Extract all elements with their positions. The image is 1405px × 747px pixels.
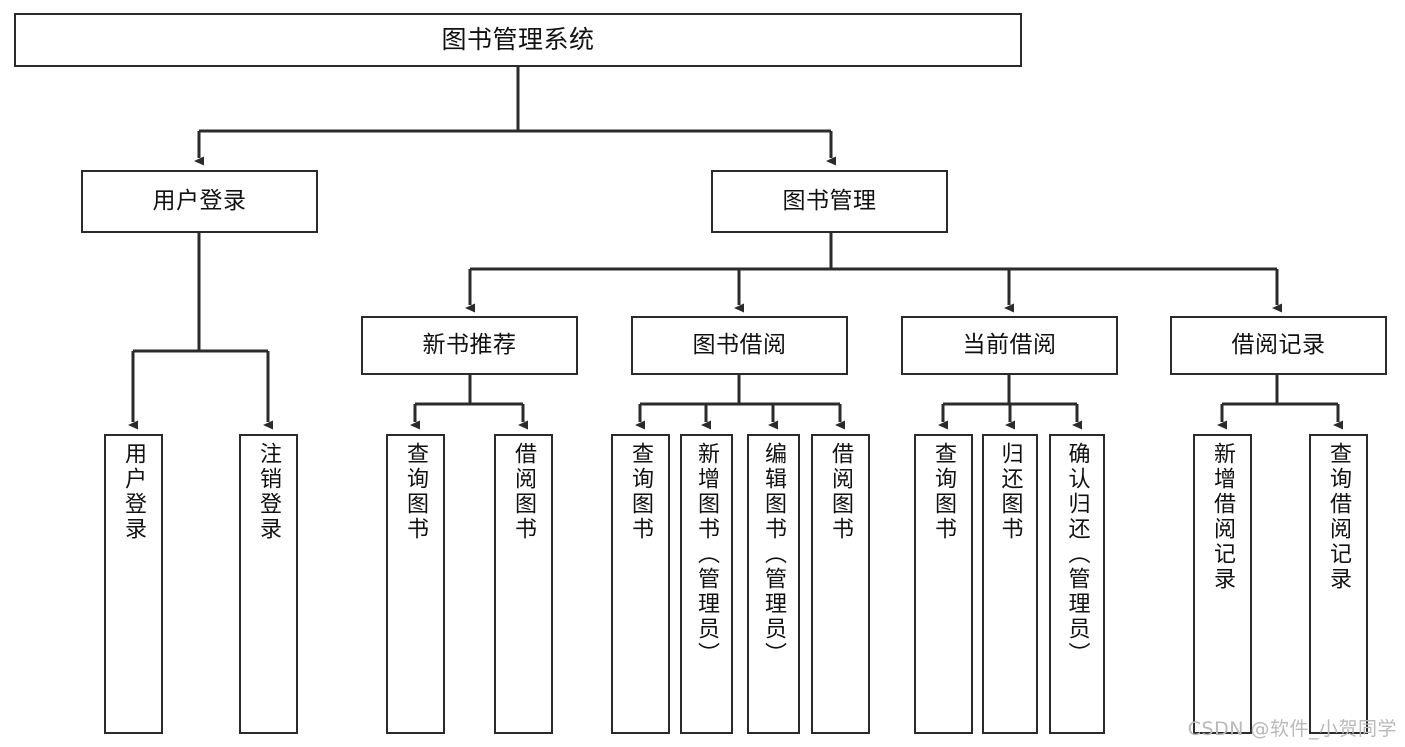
node-label: 注销登录 xyxy=(256,442,282,542)
leaf-query-borrow-record[interactable]: 查询借阅记录 xyxy=(1309,434,1368,734)
leaf-borrow-book-nb[interactable]: 借阅图书 xyxy=(494,434,553,734)
node-label: 用户登录 xyxy=(121,442,147,542)
node-book-management[interactable]: 图书管理 xyxy=(711,170,948,233)
node-label: 图书管理系统 xyxy=(441,25,595,55)
node-label: 借阅记录 xyxy=(1231,331,1326,358)
node-label: 新增图书（管理员） xyxy=(694,442,720,667)
node-label: 借阅图书 xyxy=(511,442,537,542)
node-label: 新增借阅记录 xyxy=(1210,442,1236,592)
node-label: 查询图书 xyxy=(931,442,957,542)
node-label: 图书管理 xyxy=(782,187,877,214)
node-new-book-recommend[interactable]: 新书推荐 xyxy=(361,316,578,375)
node-borrow-record[interactable]: 借阅记录 xyxy=(1170,316,1387,375)
node-label: 用户登录 xyxy=(152,187,247,214)
leaf-query-book-cb[interactable]: 查询图书 xyxy=(914,434,973,734)
leaf-return-book[interactable]: 归还图书 xyxy=(982,434,1038,734)
node-root-system[interactable]: 图书管理系统 xyxy=(14,13,1022,67)
node-label: 当前借阅 xyxy=(962,331,1057,358)
leaf-add-book-admin[interactable]: 新增图书（管理员） xyxy=(680,434,733,734)
leaf-query-book-nb[interactable]: 查询图书 xyxy=(386,434,445,734)
node-label: 查询图书 xyxy=(628,442,654,542)
node-label: 图书借阅 xyxy=(692,331,787,358)
leaf-borrow-book-bb[interactable]: 借阅图书 xyxy=(811,434,870,734)
leaf-add-borrow-record[interactable]: 新增借阅记录 xyxy=(1193,434,1252,734)
node-book-borrow[interactable]: 图书借阅 xyxy=(631,316,848,375)
node-current-borrow[interactable]: 当前借阅 xyxy=(901,316,1118,375)
node-label: 新书推荐 xyxy=(422,331,517,358)
node-user-login[interactable]: 用户登录 xyxy=(81,170,318,233)
leaf-query-book-bb[interactable]: 查询图书 xyxy=(611,434,670,734)
leaf-logout[interactable]: 注销登录 xyxy=(239,434,298,734)
node-label: 借阅图书 xyxy=(828,442,854,542)
node-label: 编辑图书（管理员） xyxy=(761,442,787,667)
node-label: 查询图书 xyxy=(403,442,429,542)
node-label: 确认归还（管理员） xyxy=(1064,442,1090,667)
leaf-user-login[interactable]: 用户登录 xyxy=(104,434,163,734)
leaf-confirm-return-admin[interactable]: 确认归还（管理员） xyxy=(1049,434,1105,734)
node-label: 归还图书 xyxy=(997,442,1023,542)
node-label: 查询借阅记录 xyxy=(1326,442,1352,592)
leaf-edit-book-admin[interactable]: 编辑图书（管理员） xyxy=(747,434,800,734)
watermark-text: CSDN @软件_小贺同学 xyxy=(1187,718,1397,740)
